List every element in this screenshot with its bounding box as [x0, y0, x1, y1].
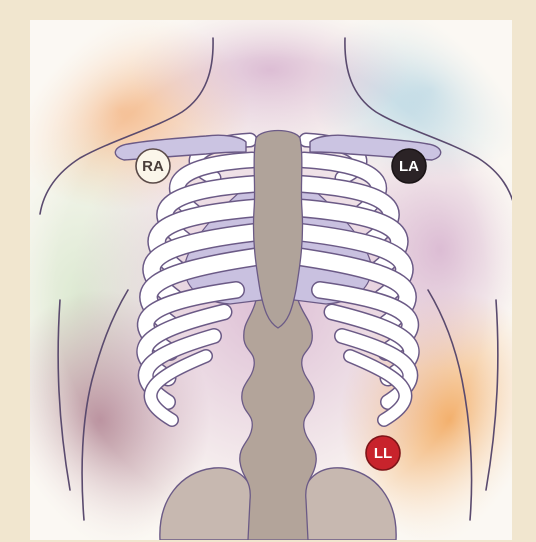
spine-column	[240, 300, 316, 540]
la-electrode: LA	[392, 149, 426, 183]
spine	[240, 300, 316, 540]
ll-electrode: LL	[366, 436, 400, 470]
ra-electrode-label: RA	[142, 158, 164, 175]
ra-electrode: RA	[136, 149, 170, 183]
ll-electrode-label: LL	[374, 445, 392, 462]
la-electrode-label: LA	[399, 158, 419, 175]
